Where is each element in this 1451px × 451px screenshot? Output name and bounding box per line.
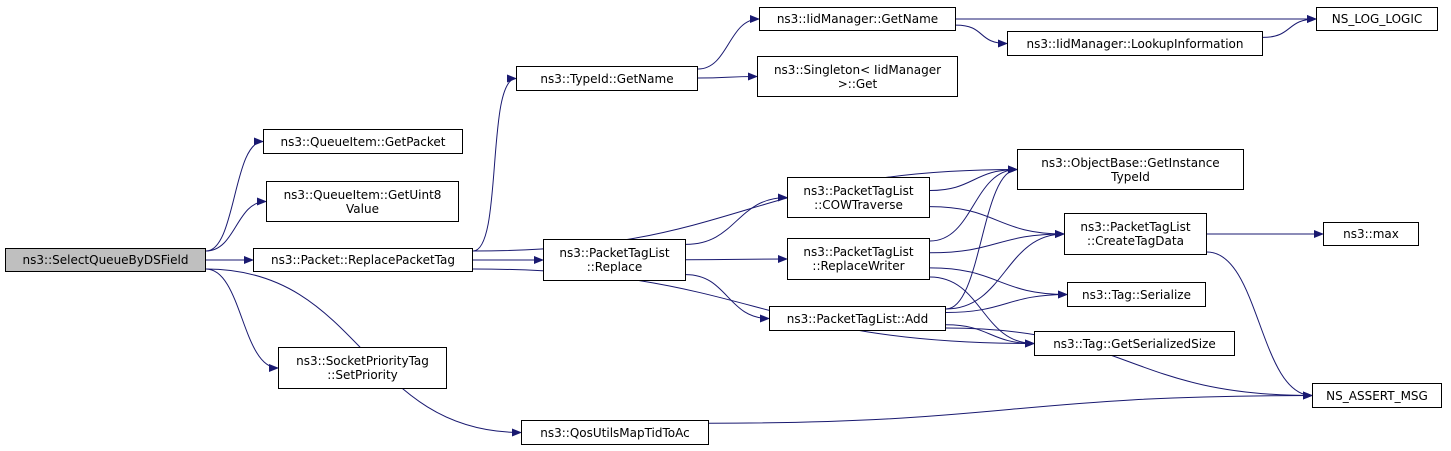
edge-ptl_replace-to-ptl_add <box>685 274 770 323</box>
node-label-line: ns3::Singleton< IidManager <box>773 62 942 77</box>
node-label-line: TypeId <box>1111 169 1150 184</box>
node-label-line: Value <box>346 201 379 216</box>
node-label-line: ns3::PacketTagList <box>803 183 914 198</box>
edge-root-to-getpacket <box>205 137 264 252</box>
edge-cowtraverse-to-getinstancetypeid <box>929 165 1018 191</box>
node-label-line: ::ReplaceWriter <box>812 259 905 273</box>
node-label-line: ns3::PacketTagList <box>803 245 914 259</box>
edge-ptl_add-to-tag_getserializedsize <box>945 324 1035 348</box>
node-tag-serialize[interactable]: ns3::Tag::Serialize <box>1067 282 1206 307</box>
edge-ptl_replace-to-replacewriter <box>685 255 788 264</box>
edge-typeid_getname-to-singleton_get <box>697 72 758 81</box>
edge-replacewriter-to-tag_getserializedsize <box>929 276 1035 348</box>
node-label-line: ns3::PacketTagList <box>559 246 670 260</box>
edge-typeid_getname-to-iid_getname <box>697 15 760 70</box>
edge-ptl_add-to-getinstancetypeid <box>945 165 1018 310</box>
edge-ptl_replace-to-cowtraverse <box>685 193 788 245</box>
node-packet-tag-list-create-tag-data[interactable]: ns3::PacketTagList::CreateTagData <box>1064 213 1207 255</box>
node-label-line: ns3::Packet::ReplacePacketTag <box>271 253 455 267</box>
node-typeid-get-name[interactable]: ns3::TypeId::GetName <box>516 66 698 91</box>
node-label-line: ns3::PacketTagList::Add <box>786 311 929 326</box>
edge-ptl_add-to-ns_assert_msg <box>945 327 1313 400</box>
node-packet-tag-list-cow-traverse[interactable]: ns3::PacketTagList::COWTraverse <box>787 177 930 218</box>
node-label-line: ns3::Tag::Serialize <box>1082 287 1191 302</box>
node-label-line: NS_LOG_LOGIC <box>1331 12 1423 26</box>
node-packet-tag-list-replace[interactable]: ns3::PacketTagList::Replace <box>543 239 686 281</box>
node-label-line: ns3::IidManager::LookupInformation <box>1026 36 1244 51</box>
node-label-line: NS_ASSERT_MSG <box>1326 388 1428 403</box>
edge-ptl_add-to-tag_serialize <box>945 290 1068 313</box>
node-qos-utils-map-tid-to-ac[interactable]: ns3::QosUtilsMapTidToAc <box>521 420 709 445</box>
node-packet-replace-packet-tag[interactable]: ns3::Packet::ReplacePacketTag <box>253 248 473 272</box>
node-tag-get-serialized-size[interactable]: ns3::Tag::GetSerializedSize <box>1034 331 1235 356</box>
node-select-queue-by-ds-field[interactable]: ns3::SelectQueueByDSField <box>5 248 206 272</box>
edge-replacewriter-to-createtagdata <box>929 230 1065 254</box>
node-label-line: ::SetPriority <box>327 368 398 382</box>
node-label-line: ns3::SelectQueueByDSField <box>22 253 189 267</box>
node-singleton-iid-manager-get[interactable]: ns3::Singleton< IidManager>::Get <box>757 56 958 97</box>
node-label-line: ns3::QosUtilsMapTidToAc <box>540 425 690 440</box>
node-label-line: ns3::SocketPriorityTag <box>296 354 429 368</box>
node-packet-tag-list-add[interactable]: ns3::PacketTagList::Add <box>769 306 946 331</box>
edge-qosutils-to-ns_assert_msg <box>708 391 1313 424</box>
node-label-line: ::CreateTagData <box>1087 234 1184 248</box>
edge-root-to-getuint8 <box>205 197 267 252</box>
edge-iid_getname-to-lookupinfo <box>955 24 1008 48</box>
edge-cowtraverse-to-createtagdata <box>929 206 1065 238</box>
edge-replacewriter-to-getinstancetypeid <box>929 165 1018 242</box>
edge-ptl_add-to-createtagdata <box>945 230 1065 310</box>
node-label-line: ns3::IidManager::GetName <box>776 12 939 26</box>
node-label-line: ns3::max <box>1343 227 1399 241</box>
node-label-line: >::Get <box>837 76 878 91</box>
edge-replacewriter-to-tag_serialize <box>929 267 1068 299</box>
node-ns-assert-msg[interactable]: NS_ASSERT_MSG <box>1312 383 1442 408</box>
edge-root-to-setpriority <box>205 268 279 372</box>
node-label-line: ::Replace <box>586 260 643 274</box>
edge-createtagdata-to-ns_assert_msg <box>1206 251 1313 400</box>
node-label-line: ns3::QueueItem::GetUint8 <box>283 187 442 202</box>
node-iid-manager-get-name[interactable]: ns3::IidManager::GetName <box>759 7 956 31</box>
edge-replacepackettag-to-typeid_getname <box>472 74 517 252</box>
node-iid-manager-lookup-information[interactable]: ns3::IidManager::LookupInformation <box>1007 31 1263 56</box>
node-ns3-max[interactable]: ns3::max <box>1323 222 1419 246</box>
node-packet-tag-list-replace-writer[interactable]: ns3::PacketTagList::ReplaceWriter <box>787 238 930 280</box>
node-ns-log-logic[interactable]: NS_LOG_LOGIC <box>1316 7 1438 31</box>
node-socket-priority-tag-set-priority[interactable]: ns3::SocketPriorityTag::SetPriority <box>278 347 447 389</box>
node-label-line: ::COWTraverse <box>814 197 903 212</box>
node-label-line: ns3::TypeId::GetName <box>540 71 674 86</box>
node-label-line: ns3::PacketTagList <box>1080 220 1191 234</box>
edge-lookupinfo-to-ns_log_logic <box>1262 15 1317 38</box>
node-label-line: ns3::Tag::GetSerializedSize <box>1053 336 1216 351</box>
node-label-line: ns3::ObjectBase::GetInstance <box>1041 155 1220 170</box>
node-queue-item-get-packet[interactable]: ns3::QueueItem::GetPacket <box>263 129 463 154</box>
node-label-line: ns3::QueueItem::GetPacket <box>280 134 446 149</box>
